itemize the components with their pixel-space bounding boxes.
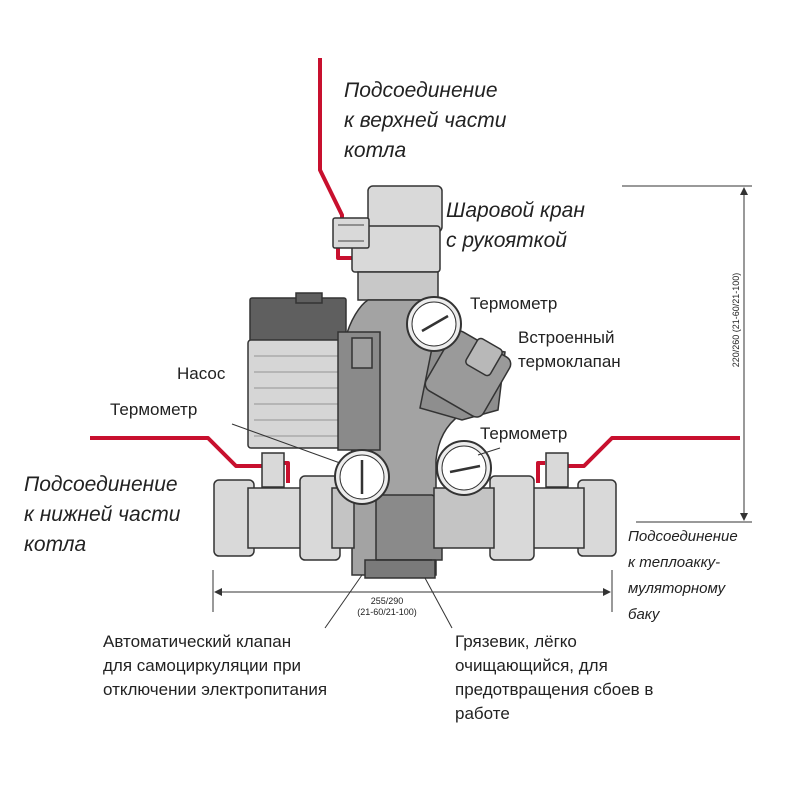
pump-terminal-box bbox=[249, 297, 347, 345]
thermometer-right-gauge bbox=[436, 440, 492, 496]
label-auto-valve: Автоматический клапан для самоциркуляции… bbox=[103, 632, 328, 699]
right-pipe bbox=[562, 436, 740, 468]
left-pipe bbox=[90, 436, 262, 468]
thermometer-top-gauge bbox=[406, 296, 462, 352]
dimension-width: 255/290 (21-60/21-100) bbox=[342, 596, 432, 618]
leader-lines bbox=[231, 423, 501, 629]
label-thermo-valve: Встроенный термоклапан bbox=[518, 328, 621, 371]
dimension-lines bbox=[212, 185, 752, 612]
label-ball-valve: Шаровой кран с рукояткой bbox=[446, 199, 585, 252]
right-pipe-stub bbox=[536, 461, 545, 483]
dimension-width-main: 255/290 bbox=[370, 596, 404, 606]
label-thermometer-top: Термометр bbox=[470, 294, 558, 313]
pump bbox=[247, 292, 381, 451]
ball-valve bbox=[332, 185, 443, 301]
upper-fitting-nut bbox=[332, 217, 370, 249]
label-lower-connection: Подсоединение к нижней части котла bbox=[24, 473, 181, 556]
label-pump: Насос bbox=[177, 364, 226, 383]
thermo-valve-cartridge bbox=[419, 330, 512, 421]
dimension-height: 220/260 (21-60/21-100) bbox=[731, 272, 741, 368]
label-thermometer-right: Термометр bbox=[480, 424, 568, 443]
dimension-width-sub: (21-60/21-100) bbox=[357, 607, 417, 617]
label-upper-connection: Подсоединение к верхней части котла bbox=[344, 79, 507, 162]
thermometer-left-gauge bbox=[334, 449, 390, 505]
right-fitting bbox=[433, 452, 617, 561]
left-fitting bbox=[213, 452, 355, 561]
label-thermometer-left: Термометр bbox=[110, 400, 198, 419]
dirt-trap-cap bbox=[364, 559, 436, 579]
label-dirt-trap: Грязевик, лёгко очищающийся, для предотв… bbox=[455, 632, 654, 723]
label-accumulator-connection: Подсоединение к теплоакку- муляторному б… bbox=[628, 528, 738, 623]
